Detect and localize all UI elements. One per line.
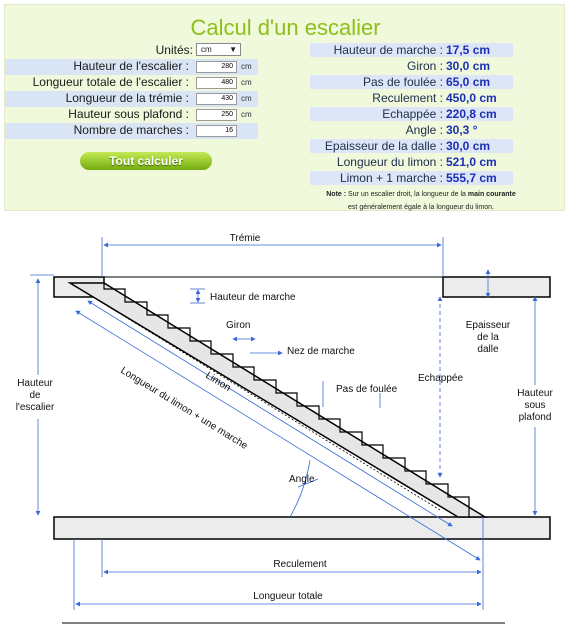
- result-label: Giron :: [406, 59, 443, 73]
- result-value: 521,0 cm: [446, 155, 497, 169]
- angle-arc: [289, 459, 311, 518]
- upper-slab-right: [442, 276, 551, 298]
- note-text: Note : Sur un escalier droit, la longueu…: [281, 188, 561, 214]
- result-echappee: Echappée : 220,8 cm: [310, 107, 513, 121]
- result-hauteur-marche: Hauteur de marche : 17,5 cm: [310, 43, 513, 57]
- longueur-tremie-unit: cm: [241, 94, 252, 103]
- result-label: Epaisseur de la dalle :: [324, 139, 443, 153]
- page-title: Calcul d'un escalier: [190, 15, 381, 40]
- units-select[interactable]: cm ▼: [196, 43, 241, 56]
- result-limon-plus-marche: Limon + 1 marche : 555,7 cm: [310, 171, 513, 185]
- longueur-totale-label: Longueur totale de l'escalier :: [32, 75, 189, 89]
- note-bold: main courante: [467, 191, 516, 198]
- longueur-totale-input[interactable]: [196, 77, 237, 89]
- nez-marche-label: Nez de marche: [287, 346, 355, 357]
- input-row-longueur-tremie: Longueur de la trémie : cm: [5, 91, 258, 107]
- result-value: 220,8 cm: [446, 107, 497, 121]
- units-label: Unités:: [155, 43, 193, 57]
- staircase-diagram: Trémie Hauteur de marche Giron Nez de ma…: [8, 233, 561, 624]
- nombre-marches-input[interactable]: [196, 125, 237, 137]
- hauteur-escalier-label: Hauteur de l'escalier :: [73, 59, 189, 73]
- stringer: [67, 282, 488, 518]
- longueur-totale-unit: cm: [241, 78, 252, 87]
- input-row-hauteur-plafond: Hauteur sous plafond : cm: [5, 107, 258, 123]
- hauteur-plafond-unit: cm: [241, 110, 252, 119]
- floor-slab: [53, 516, 551, 540]
- hauteur-marche-label: Hauteur de marche: [210, 292, 296, 303]
- note-line1: Sur un escalier droit, la longueur de la: [348, 191, 466, 198]
- result-value: 30,0 cm: [446, 59, 491, 73]
- hauteur-plafond-input[interactable]: [196, 109, 237, 121]
- nombre-marches-label: Nombre de marches :: [73, 123, 189, 137]
- result-label: Echappée :: [382, 107, 443, 121]
- hauteur-plafond-label-bg: [509, 385, 561, 427]
- result-value: 17,5 cm: [446, 43, 491, 57]
- hauteur-plafond-label-2: sous: [524, 400, 545, 411]
- hauteur-escalier-input[interactable]: [196, 61, 237, 73]
- result-longueur-limon: Longueur du limon : 521,0 cm: [310, 155, 513, 169]
- hauteur-escalier-label-bg: [8, 375, 60, 419]
- result-epaisseur-dalle: Epaisseur de la dalle : 30,0 cm: [310, 139, 513, 153]
- result-label: Pas de foulée :: [362, 75, 443, 89]
- hauteur-escalier-label-1: Hauteur: [17, 378, 53, 389]
- result-value: 30,0 cm: [446, 139, 491, 153]
- tout-calculer-button[interactable]: Tout calculer: [80, 152, 212, 170]
- epaisseur-label-3: dalle: [477, 344, 499, 355]
- stringer-inner-edge: [69, 282, 441, 511]
- result-label: Angle :: [405, 123, 443, 137]
- epaisseur-label-1: Epaisseur: [466, 320, 511, 331]
- limon-dim: [87, 300, 453, 527]
- result-reculement: Reculement : 450,0 cm: [310, 91, 513, 105]
- note-prefix: Note :: [326, 191, 347, 198]
- units-selected-value: cm: [201, 45, 212, 54]
- hauteur-escalier-label-3: l'escalier: [16, 402, 55, 413]
- epaisseur-label-2: de la: [477, 332, 499, 343]
- angle-leader: [297, 478, 319, 488]
- echappee-label: Echappée: [418, 373, 463, 384]
- hauteur-plafond-label-3: plafond: [519, 412, 552, 423]
- result-angle: Angle : 30,3 °: [310, 123, 513, 137]
- result-value: 30,3 °: [446, 123, 478, 137]
- longueur-tremie-input[interactable]: [196, 93, 237, 105]
- result-value: 65,0 cm: [446, 75, 491, 89]
- units-row: Unités: cm ▼: [5, 43, 566, 59]
- note-line2: est généralement égale à la longueur du …: [348, 204, 494, 211]
- hauteur-escalier-label-2: de: [29, 390, 41, 401]
- input-row-longueur-totale: Longueur totale de l'escalier : cm: [5, 75, 258, 91]
- longueur-tremie-label: Longueur de la trémie :: [65, 91, 189, 105]
- result-value: 450,0 cm: [446, 91, 497, 105]
- hauteur-plafond-label: Hauteur sous plafond :: [68, 107, 189, 121]
- result-label: Reculement :: [372, 91, 443, 105]
- angle-label: Angle: [289, 474, 315, 485]
- longueur-totale-label: Longueur totale: [253, 591, 323, 602]
- chevron-down-icon: ▼: [229, 45, 237, 54]
- pas-foulee-label: Pas de foulée: [336, 384, 398, 395]
- tremie-label: Trémie: [230, 233, 261, 244]
- input-row-hauteur-escalier: Hauteur de l'escalier : cm: [5, 59, 258, 75]
- limon-plus-marche-dim: [75, 310, 481, 561]
- result-label: Hauteur de marche :: [333, 43, 443, 57]
- reculement-label: Reculement: [273, 559, 327, 570]
- result-giron: Giron : 30,0 cm: [310, 59, 513, 73]
- input-row-nombre-marches: Nombre de marches :: [5, 123, 258, 139]
- hauteur-escalier-unit: cm: [241, 62, 252, 71]
- calculator-panel: Calcul d'un escalier Unités: cm ▼ Hauteu…: [4, 4, 565, 211]
- result-value: 555,7 cm: [446, 171, 497, 185]
- hauteur-plafond-label-1: Hauteur: [517, 388, 553, 399]
- result-label: Limon + 1 marche :: [339, 171, 443, 185]
- result-label: Longueur du limon :: [336, 155, 443, 169]
- giron-label: Giron: [226, 320, 250, 331]
- result-pas-de-foulee: Pas de foulée : 65,0 cm: [310, 75, 513, 89]
